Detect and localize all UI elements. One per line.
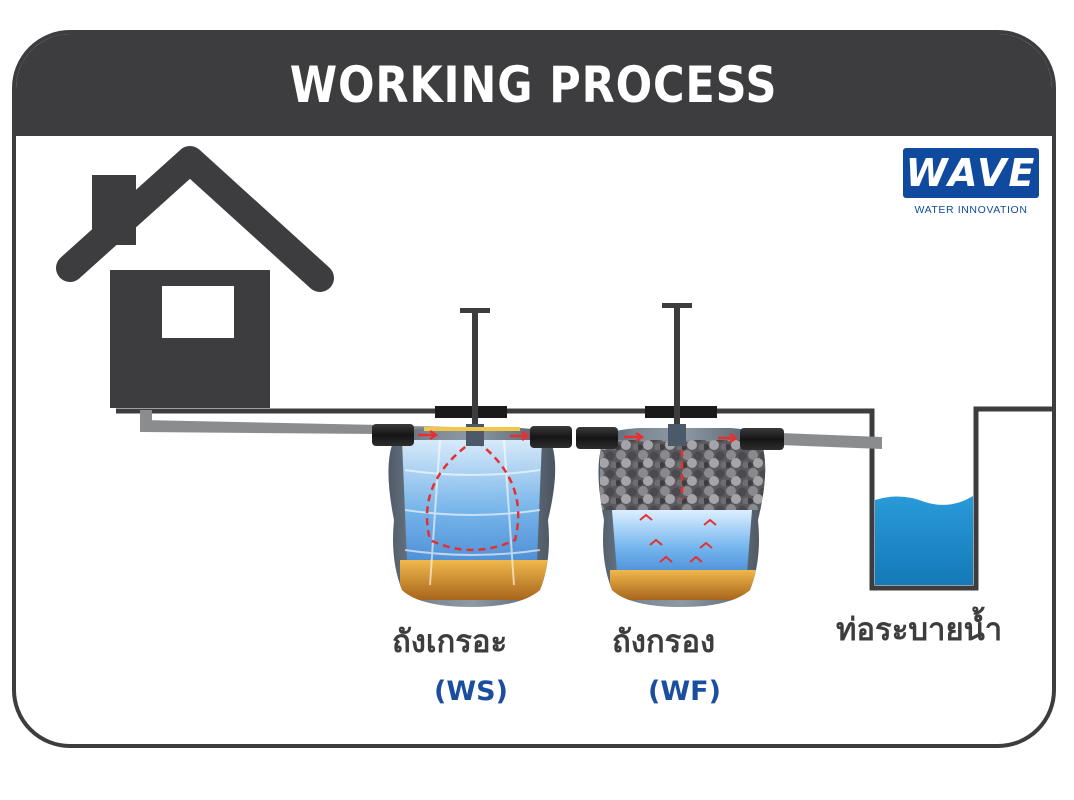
logo-tagline: WATER INNOVATION bbox=[914, 204, 1028, 216]
ground-line bbox=[116, 406, 1056, 591]
house-icon bbox=[56, 146, 334, 408]
logo-wordmark: WAVE bbox=[903, 148, 1039, 198]
tank-ws-code: (WS) bbox=[434, 676, 508, 707]
page-title: WORKING PROCESS bbox=[290, 56, 778, 114]
tank-ws-label: ถังเกรอะ bbox=[392, 624, 508, 660]
tank-wf-code: (WF) bbox=[648, 676, 721, 707]
tank-wf-label: ถังกรอง bbox=[612, 624, 716, 660]
tank-wf bbox=[576, 303, 784, 607]
drain-label: ท่อระบายน้ำ bbox=[836, 612, 1003, 648]
drain-water bbox=[875, 496, 973, 585]
header-bar: WORKING PROCESS bbox=[16, 34, 1052, 136]
tank-ws bbox=[372, 308, 572, 607]
wave-logo: WAVE WATER INNOVATION bbox=[903, 148, 1039, 216]
